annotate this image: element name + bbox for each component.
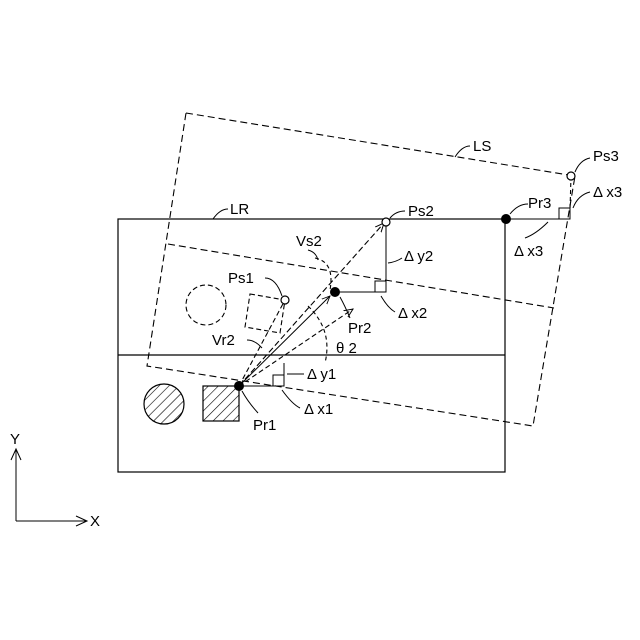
leader-dy2 xyxy=(388,258,402,263)
label-dy1: Δ y1 xyxy=(307,366,336,383)
axis-y-label: Y xyxy=(10,431,20,448)
leader-pr1 xyxy=(242,391,258,413)
label-pr1: Pr1 xyxy=(253,417,276,434)
shifted-region-ls xyxy=(147,113,575,426)
leader-ls xyxy=(455,146,470,157)
hatched-circle xyxy=(144,384,184,424)
reference-region-lr xyxy=(118,219,505,472)
leader-dx3a xyxy=(573,192,590,208)
label-ps2: Ps2 xyxy=(408,203,434,220)
point-pr1 xyxy=(234,381,244,391)
label-dy2: Δ y2 xyxy=(404,248,433,265)
label-vr2: Vr2 xyxy=(212,332,235,349)
leader-pr2 xyxy=(340,297,350,318)
label-ps3: Ps3 xyxy=(593,148,619,165)
label-pr2: Pr2 xyxy=(348,320,371,337)
point-ps2 xyxy=(382,218,390,226)
leader-dx2 xyxy=(381,296,395,312)
leader-ps1 xyxy=(265,278,282,296)
leader-dx3b xyxy=(525,222,548,238)
label-dx3-right: Δ x3 xyxy=(593,184,622,201)
axis-x-label: X xyxy=(90,513,100,530)
vector-ps1 xyxy=(239,300,285,386)
point-pr2 xyxy=(330,287,340,297)
leader-ps2 xyxy=(390,211,405,218)
leader-lr xyxy=(213,209,228,219)
label-lr: LR xyxy=(230,201,249,218)
leader-ps3 xyxy=(575,158,590,172)
right-angle-1 xyxy=(273,375,284,386)
hatched-square xyxy=(203,386,239,421)
point-ps1 xyxy=(281,296,289,304)
label-vs2: Vs2 xyxy=(296,233,322,250)
leader-pr3 xyxy=(510,204,528,214)
label-ps1: Ps1 xyxy=(228,270,254,287)
label-dx3-left: Δ x3 xyxy=(514,243,543,260)
dashed-square xyxy=(245,294,285,333)
leader-dx1 xyxy=(282,390,300,408)
right-angle-2 xyxy=(375,281,386,292)
ps3-drop-line xyxy=(570,176,571,210)
point-ps3 xyxy=(567,172,575,180)
label-theta2: θ 2 xyxy=(336,340,357,357)
point-pr3 xyxy=(501,214,511,224)
label-pr3: Pr3 xyxy=(528,195,551,212)
dashed-circle xyxy=(186,285,226,325)
angle-arc-vs2 xyxy=(315,258,331,290)
label-dx2: Δ x2 xyxy=(398,305,427,322)
shifted-mid-line xyxy=(168,244,554,308)
label-dx1: Δ x1 xyxy=(304,401,333,418)
label-ls: LS xyxy=(473,138,491,155)
